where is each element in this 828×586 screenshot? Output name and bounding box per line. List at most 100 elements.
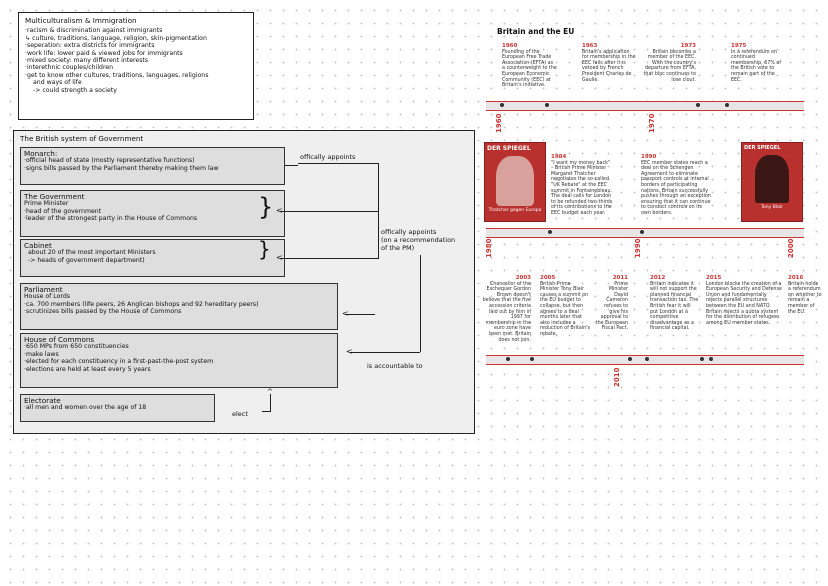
event-year: 2011	[612, 275, 628, 281]
brace-glyph: }	[258, 193, 274, 221]
timeline-event: 1975 In a referendum on continued member…	[731, 43, 783, 83]
connector-line	[285, 165, 298, 166]
commons-box: House of Commons ·650 MPs from 650 const…	[20, 333, 338, 388]
event-text: Founding of the European Free Trade Asso…	[502, 49, 557, 89]
decade-label: 2000	[787, 238, 795, 258]
timeline-event: 2003 Chancellor of the Exchequer Gordon …	[481, 275, 531, 343]
magazine-cover: DER SPIEGEL Tony Blair	[741, 142, 803, 222]
event-text: EEC member states reach a deal on the Sc…	[641, 160, 711, 216]
timeline-dot	[500, 103, 504, 107]
timeline-bar-1	[486, 101, 804, 111]
electorate-title: Electorate	[24, 396, 61, 405]
government-sub-box: The Government Prime Minister ·head of t…	[20, 190, 285, 237]
timeline-dot	[506, 357, 510, 361]
gov-title: The Government	[24, 192, 85, 201]
multiculturalism-line: ·work life: lower paid & viewed jobs for…	[25, 49, 183, 57]
timeline-dot	[545, 103, 549, 107]
event-year: 2016	[788, 275, 804, 281]
connector-line	[378, 211, 379, 259]
timeline-dot	[530, 357, 534, 361]
multiculturalism-line: ·mixed society: many different interests	[25, 57, 149, 65]
gov-line: ·leader of the strongest party in the Ho…	[24, 215, 198, 223]
timeline-dot	[628, 357, 632, 361]
brace-glyph: }	[258, 237, 271, 261]
commons-line: ·elected for each constituency in a firs…	[24, 358, 214, 366]
cover-caption: Tony Blair	[761, 205, 783, 210]
connector-line	[280, 211, 378, 212]
parliament-subtitle: House of Lords	[24, 293, 70, 301]
cover-caption: Thatcher gegen Europa	[488, 208, 542, 213]
government-title: The British system of Government	[20, 134, 144, 143]
cabinet-line: -> heads of government department)	[28, 256, 145, 264]
timeline-dot	[725, 103, 729, 107]
electorate-line: ·all men and women over the age of 18	[24, 404, 147, 412]
accountable-label: is accountable to	[367, 362, 423, 370]
parliament-line: ·scrutinizes bills passed by the House o…	[24, 308, 182, 316]
event-year: 2012	[650, 275, 666, 281]
event-text: Britain holds a referendum on whether to…	[788, 281, 822, 315]
event-text: In a referendum on continued membership,…	[731, 49, 782, 83]
event-year: 2015	[706, 275, 722, 281]
event-text: Britain becomes a member of the EEC. Wit…	[643, 49, 696, 83]
monarch-box: Monarch: ·official head of state (mostly…	[20, 147, 285, 185]
decade-label: 1990	[634, 238, 642, 258]
monarch-title: Monarch:	[24, 149, 58, 158]
multiculturalism-line: ↳ culture, traditions, language, religio…	[25, 34, 207, 42]
appoints-label: offically appoints	[300, 153, 356, 161]
event-year: 1984	[551, 154, 567, 160]
connector-line	[280, 258, 378, 259]
event-text: Britain's application for membership in …	[582, 49, 636, 83]
timeline-event: 2011 Prime Minister David Cameron refuse…	[594, 275, 628, 332]
monarch-line: ·official head of state (mostly represen…	[24, 157, 195, 165]
event-year: 2005	[540, 275, 556, 281]
commons-title: House of Commons	[24, 335, 95, 344]
appoints-label-2: offically appoints (on a recommendation …	[381, 228, 455, 252]
connector-line	[298, 163, 378, 164]
cover-portrait	[755, 155, 789, 203]
multiculturalism-title: Multiculturalism & Immigration	[25, 16, 137, 25]
event-text: "I want my money back" – British Prime M…	[551, 160, 613, 216]
cabinet-line: about 20 of the most important Ministers	[28, 249, 156, 257]
elect-label: elect	[232, 410, 248, 418]
connector-line	[270, 394, 271, 412]
timeline-title: Britain and the EU	[497, 27, 575, 36]
multiculturalism-box: Multiculturalism & Immigration ·racism &…	[18, 12, 254, 120]
arrow-head-icon: <	[276, 206, 283, 215]
parliament-box: Parliament House of Lords ·ca. 700 membe…	[20, 283, 338, 330]
appoints-text: (on a recommendation	[381, 236, 456, 244]
event-text: British Prime Minister Tony Blair causes…	[540, 281, 591, 337]
timeline-dot	[696, 103, 700, 107]
event-year: 1963	[582, 43, 598, 49]
multiculturalism-line: ·interethnic couples/children	[25, 64, 114, 72]
timeline-event: 1973 Britain becomes a member of the EEC…	[640, 43, 696, 83]
gov-line: ·head of the government	[24, 207, 102, 215]
decade-label: 1960	[495, 113, 503, 133]
timeline-event: 2016 Britain holds a referendum on wheth…	[788, 275, 822, 315]
cover-masthead: DER SPIEGEL	[487, 145, 531, 152]
event-text: Prime Minister David Cameron refuses to …	[595, 281, 628, 332]
multiculturalism-line: ·get to know other cultures, traditions,…	[25, 71, 209, 79]
timeline-dot	[645, 357, 649, 361]
timeline-event: 2012 Britain indicates it will not suppo…	[650, 275, 700, 332]
parliament-title: Parliament	[24, 285, 63, 294]
timeline-event: 1984 "I want my money back" – British Pr…	[551, 154, 613, 217]
event-year: 1960	[502, 43, 518, 49]
event-year: 1975	[731, 43, 747, 49]
timeline-dot	[700, 357, 704, 361]
timeline-event: 2015 London blocks the creation of a Eur…	[706, 275, 782, 326]
multiculturalism-line: ·racism & discrimination against immigra…	[25, 27, 163, 35]
appoints-text: offically appoints	[381, 228, 437, 236]
electorate-box: Electorate ·all men and women over the a…	[20, 394, 215, 422]
appoints-text: of the PM)	[381, 244, 415, 252]
timeline-bar-2	[486, 228, 804, 238]
event-year: 1990	[641, 154, 657, 160]
event-text: Chancellor of the Exchequer Gordon Brown…	[482, 281, 531, 343]
event-text: London blocks the creation of a European…	[706, 281, 782, 326]
timeline-event: 1963 Britain's application for membershi…	[582, 43, 637, 83]
timeline-event: 2005 British Prime Minister Tony Blair c…	[540, 275, 591, 338]
cover-masthead: DER SPIEGEL	[744, 145, 781, 151]
parliament-line: ·ca. 700 members (life peers, 26 Anglica…	[24, 300, 259, 308]
commons-line: ·make laws	[24, 350, 59, 358]
event-year: 1973	[680, 43, 696, 49]
timeline-dot	[548, 230, 552, 234]
